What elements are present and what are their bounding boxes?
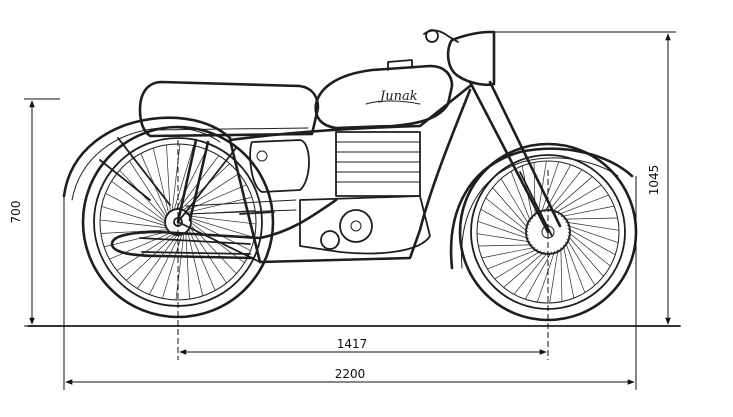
wheel-spoke bbox=[536, 250, 556, 303]
gearbox-bolt bbox=[256, 150, 268, 162]
wheel-spoke bbox=[101, 206, 167, 227]
wheel-spoke bbox=[183, 184, 247, 212]
dimension-overall-height: 1045 bbox=[494, 31, 676, 327]
wheel-spoke bbox=[494, 250, 542, 280]
wheel-spoke bbox=[524, 251, 552, 300]
silencer bbox=[139, 237, 251, 255]
brand-script: Junak bbox=[377, 89, 418, 104]
wheel-spoke bbox=[188, 215, 257, 225]
wheel-spoke bbox=[566, 238, 596, 286]
wheel-spoke bbox=[560, 205, 615, 218]
wheel-spoke bbox=[564, 241, 586, 293]
frame-top-tube bbox=[228, 84, 472, 142]
wheel-spoke bbox=[189, 217, 255, 238]
wheel-spoke bbox=[500, 178, 530, 226]
gearbox-cover bbox=[249, 139, 310, 193]
wheel-spoke bbox=[557, 194, 609, 216]
seat-edge bbox=[151, 127, 309, 131]
wheel-spoke bbox=[551, 176, 593, 213]
wheel-spoke bbox=[185, 231, 190, 300]
tank-badge-swoosh bbox=[365, 100, 421, 105]
wheel-spoke bbox=[503, 251, 545, 288]
wheel-spoke bbox=[100, 229, 169, 234]
wheel-spoke bbox=[485, 197, 529, 233]
wheel-spoke bbox=[173, 145, 194, 211]
wheel-spoke bbox=[567, 235, 604, 277]
wheel-spoke bbox=[566, 224, 619, 244]
wheel-spoke bbox=[175, 232, 185, 301]
wheel-spoke bbox=[481, 246, 536, 259]
wheel-spoke bbox=[540, 161, 560, 214]
headlamp bbox=[446, 30, 496, 87]
fuel-cap bbox=[387, 59, 413, 71]
engine bbox=[299, 131, 431, 255]
footrest bbox=[239, 211, 275, 215]
front-fender bbox=[449, 147, 634, 270]
overall-length-label: 2200 bbox=[335, 367, 366, 381]
dimension-wheelbase: 1417 bbox=[177, 140, 549, 360]
chain-guard bbox=[185, 199, 297, 215]
wheel-spoke bbox=[186, 229, 204, 297]
fuel-tank bbox=[314, 64, 454, 130]
front-fender-inner bbox=[461, 157, 619, 269]
wheel-spoke bbox=[554, 184, 602, 214]
wheel-spoke bbox=[109, 232, 173, 260]
rear-fender bbox=[62, 116, 232, 198]
wheel-spoke bbox=[549, 249, 559, 304]
wheel-spoke bbox=[105, 193, 167, 225]
wheel-spoke bbox=[162, 233, 183, 299]
wheel-spoke bbox=[129, 160, 168, 219]
seat-height-label: 700 bbox=[9, 201, 23, 224]
wheelbase-label: 1417 bbox=[337, 337, 368, 351]
handlebar-grip bbox=[425, 29, 439, 43]
dimension-overall-length: 2200 bbox=[63, 176, 637, 390]
wheel-spoke bbox=[478, 244, 533, 247]
wheel-spoke bbox=[563, 217, 618, 220]
wheel-spoke bbox=[567, 231, 611, 267]
wheel-spoke bbox=[166, 144, 171, 213]
dimension-seat-height: 700 bbox=[9, 98, 60, 327]
wheel-spoke bbox=[175, 149, 207, 211]
frame-down-tube bbox=[258, 88, 472, 264]
rear-fender-stay bbox=[99, 137, 171, 206]
wheel-spoke bbox=[103, 230, 171, 248]
rear-shock bbox=[176, 138, 210, 224]
wheel-spoke bbox=[560, 247, 563, 302]
wheel-spoke bbox=[99, 219, 168, 229]
wheel-spoke bbox=[480, 208, 529, 236]
wheel-spoke bbox=[171, 143, 181, 212]
wheel-spoke bbox=[136, 233, 179, 289]
wheel-spoke bbox=[185, 196, 253, 214]
wheel-spoke bbox=[513, 251, 549, 295]
overall-height-label: 1045 bbox=[647, 165, 661, 196]
wheel-spoke bbox=[547, 169, 583, 213]
wheel-spoke bbox=[562, 244, 575, 299]
wheel-spoke bbox=[188, 225, 227, 284]
front-fork-slider bbox=[519, 171, 553, 237]
frame-seat-tube bbox=[228, 138, 262, 264]
wheel-spoke bbox=[152, 147, 170, 215]
wheel-spoke bbox=[487, 248, 539, 270]
wheel-spoke bbox=[510, 171, 532, 223]
wheel-spoke bbox=[111, 180, 167, 223]
wheel-spoke bbox=[188, 227, 216, 291]
seat bbox=[138, 80, 320, 138]
wheel-spoke bbox=[492, 187, 529, 229]
exhaust-pipe bbox=[110, 198, 338, 260]
rear-fender-inner bbox=[71, 127, 221, 201]
wheel-spoke bbox=[149, 233, 181, 295]
wheel-spoke bbox=[565, 221, 620, 231]
wheel-spoke bbox=[477, 220, 530, 240]
wheel-spoke bbox=[476, 233, 531, 243]
wheel-spoke bbox=[567, 228, 616, 256]
